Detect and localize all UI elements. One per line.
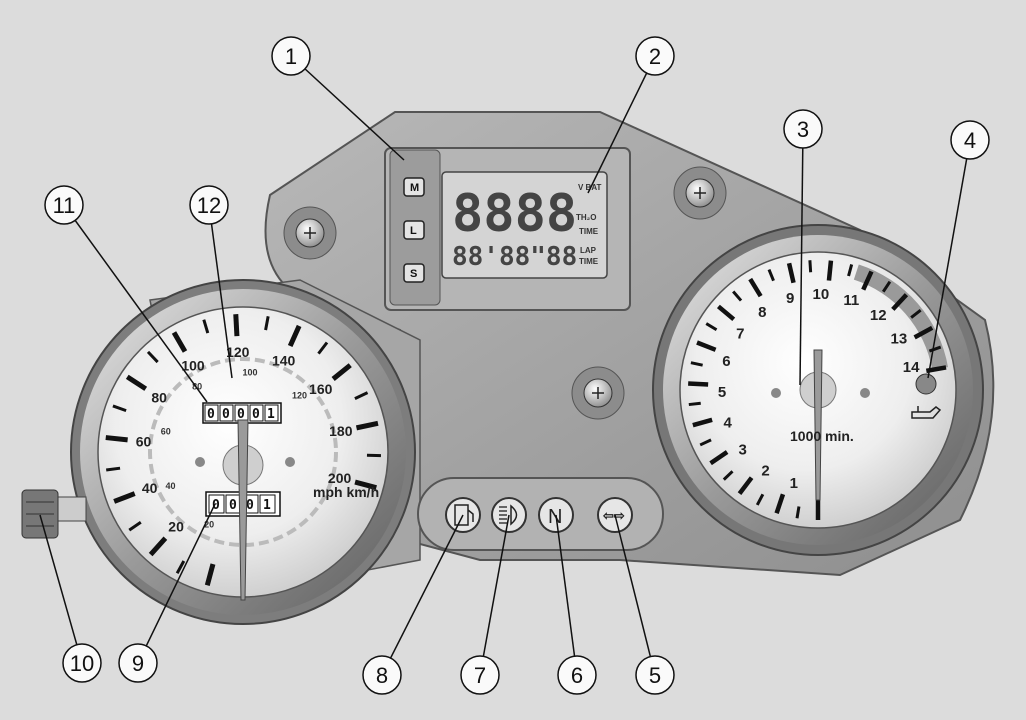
lcd-main-digits: 8888 [452,184,577,244]
callout-number: 1 [285,44,297,69]
trip-reset-knob [22,490,86,538]
turn-signal-arrows: ⇦⇨ [602,508,625,523]
callout-number: 5 [649,663,661,688]
rpm-label: 1 [790,475,798,492]
lcd-label: TIME [579,227,599,236]
speed-label-kmh: 160 [309,381,333,397]
callout-number: 3 [797,117,809,142]
speed-label-kmh: 60 [136,434,152,450]
rpm-label: 4 [723,414,732,431]
speed-unit-label: mph km/h [313,484,379,500]
rpm-label: 7 [736,326,744,343]
rpm-label: 14 [903,359,920,376]
speed-label-mph: 40 [165,481,175,491]
speed-label-mph: 120 [292,390,307,400]
tripmeter-digit: 0 [229,498,237,513]
rpm-label: 2 [761,462,769,479]
callout-number: 10 [70,651,94,676]
speed-label-kmh: 140 [272,353,296,369]
odometer-digit: 0 [222,407,230,422]
tripmeter-digit: 1 [263,498,271,513]
callout-number: 12 [197,193,221,218]
rpm-tick [810,260,811,272]
rpm-label: 10 [813,286,830,303]
callout-number: 7 [474,663,486,688]
rpm-unit-label: 1000 min. [790,428,854,444]
rpm-label: 11 [843,292,859,309]
rpm-tick [688,384,708,385]
rpm-label: 6 [722,353,730,370]
callout-leader-line [40,515,82,663]
lcd-button-letter: M [410,182,419,194]
tripmeter-digit: 0 [212,498,220,513]
rpm-tick [797,506,799,518]
neutral-letter: N [548,506,562,528]
rpm-label: 3 [738,441,746,458]
rpm-label: 5 [718,384,726,401]
callout-number: 9 [132,651,144,676]
tripmeter-digit: 0 [246,498,254,513]
callout-number: 4 [964,128,976,153]
speed-label-kmh: 80 [151,390,167,406]
rpm-tick [829,261,831,281]
lcd-lap-digits: 88'88"88 [452,242,577,272]
rpm-label: 8 [758,304,766,321]
speed-label-mph: 100 [242,367,257,377]
rpm-label: 9 [786,290,794,307]
lcd-button-letter: S [410,268,417,280]
lcd-label: TIME [579,257,599,266]
speed-tick [236,314,237,336]
speed-label-kmh: 180 [329,423,353,439]
callout-number: 8 [376,663,388,688]
speed-label-kmh: 40 [142,480,158,496]
rpm-tick [689,403,701,404]
lcd-label: LAP [580,246,597,255]
lcd-button-letter: L [410,225,417,237]
rpm-label: 12 [870,307,887,324]
rpm-label: 13 [891,330,908,347]
speed-label-mph: 60 [161,426,171,436]
odometer-digit: 1 [267,407,275,422]
lcd-label: TH₂O [576,213,596,222]
callout-number: 11 [53,193,76,218]
callout-number: 6 [571,663,583,688]
odometer-digit: 0 [207,407,215,422]
warning-light-strip: N ⇦⇨ [418,478,663,550]
speed-tick [106,438,128,440]
speed-label-kmh: 20 [168,518,184,534]
odometer-digit: 0 [252,407,260,422]
speed-tick [106,468,120,470]
callout-number: 2 [649,44,661,69]
